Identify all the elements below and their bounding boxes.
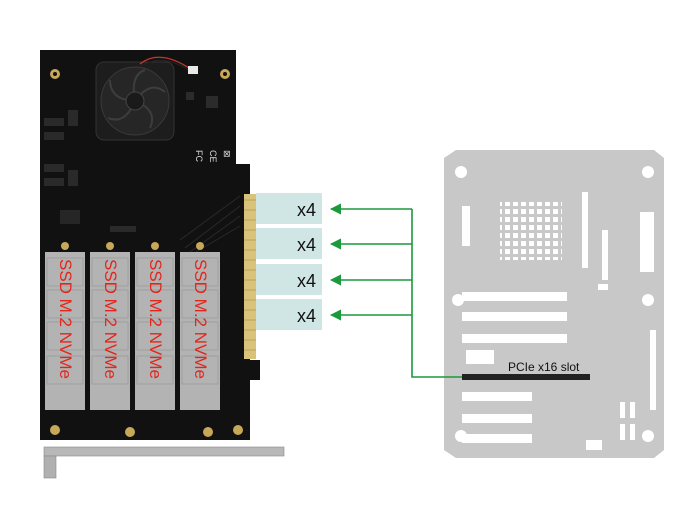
screw-icon <box>196 242 204 250</box>
screw-icon <box>50 425 60 435</box>
lane-boxes: x4 x4 x4 x4 <box>256 193 322 330</box>
screw-icon <box>61 242 69 250</box>
lane-label: x4 <box>297 271 316 291</box>
slot-label: PCIe x16 slot <box>508 360 580 374</box>
screw-icon <box>151 242 159 250</box>
screw-icon <box>220 69 230 79</box>
fcc-mark: FC <box>194 150 204 162</box>
ssd-label: SSD M.2 NVMe <box>191 259 210 379</box>
fan-icon <box>95 61 175 141</box>
screw-icon <box>125 427 135 437</box>
ssd-label: SSD M.2 NVMe <box>146 259 165 379</box>
screw-icon <box>106 242 114 250</box>
ssd-label: SSD M.2 NVMe <box>101 259 120 379</box>
gold-fingers <box>244 194 256 359</box>
lane-label: x4 <box>297 200 316 220</box>
connection-lines <box>329 203 462 378</box>
motherboard: PCIe x16 slot <box>444 150 664 458</box>
pcie-x16-slot <box>462 374 590 380</box>
ssd-label: SSD M.2 NVMe <box>56 259 75 379</box>
cpu-socket <box>500 202 562 260</box>
screw-icon <box>203 427 213 437</box>
screw-icon <box>50 69 60 79</box>
lane-label: x4 <box>297 235 316 255</box>
pci-bracket <box>43 446 285 457</box>
ce-mark: CE <box>208 150 218 163</box>
adapter-card: FC CE ⊠ SSD M.2 NVMe <box>40 50 285 479</box>
lane-label: x4 <box>297 306 316 326</box>
weee-mark: ⊠ <box>222 150 232 158</box>
ssd-modules: SSD M.2 NVMe SSD M.2 NVMe SSD M.2 NVMe S… <box>45 252 220 410</box>
screw-icon <box>233 425 243 435</box>
